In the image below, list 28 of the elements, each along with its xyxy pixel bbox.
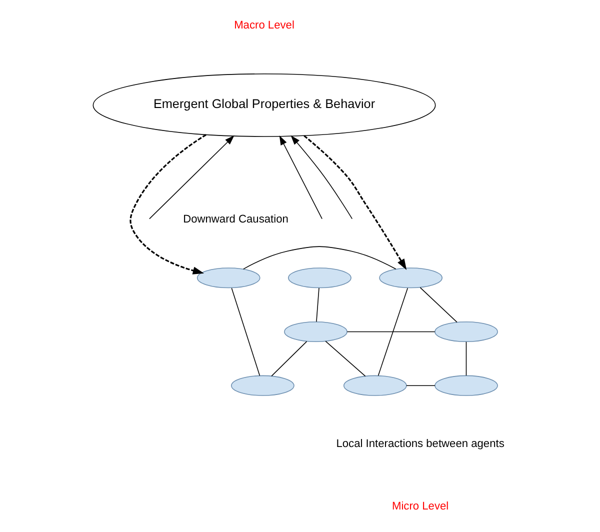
arrow bbox=[303, 135, 406, 270]
connector bbox=[316, 288, 319, 322]
connector bbox=[270, 341, 307, 376]
arrow bbox=[148, 135, 234, 220]
node-ellipse bbox=[196, 268, 260, 288]
connector bbox=[242, 246, 396, 270]
label: Micro Level bbox=[391, 500, 448, 512]
connector bbox=[465, 342, 466, 376]
label: Downward Causation bbox=[182, 214, 288, 226]
node-ellipse bbox=[284, 321, 347, 342]
arrow bbox=[129, 134, 206, 274]
connector bbox=[377, 288, 408, 376]
node-ellipse bbox=[434, 375, 498, 396]
node-ellipse bbox=[378, 268, 442, 288]
connector bbox=[419, 287, 457, 323]
connector bbox=[406, 385, 435, 386]
label: Local Interactions between agents bbox=[336, 438, 504, 450]
label: Macro Level bbox=[234, 20, 294, 32]
node-ellipse bbox=[230, 375, 294, 396]
connector bbox=[346, 331, 435, 332]
arrow bbox=[290, 135, 352, 220]
connector bbox=[230, 288, 260, 376]
node-ellipse bbox=[288, 268, 351, 288]
arrow bbox=[278, 135, 322, 220]
node-ellipse bbox=[342, 375, 406, 396]
node-ellipse: Emergent Global Properties & Behavior bbox=[92, 74, 436, 137]
node-ellipse bbox=[434, 321, 498, 342]
connector bbox=[324, 340, 366, 377]
